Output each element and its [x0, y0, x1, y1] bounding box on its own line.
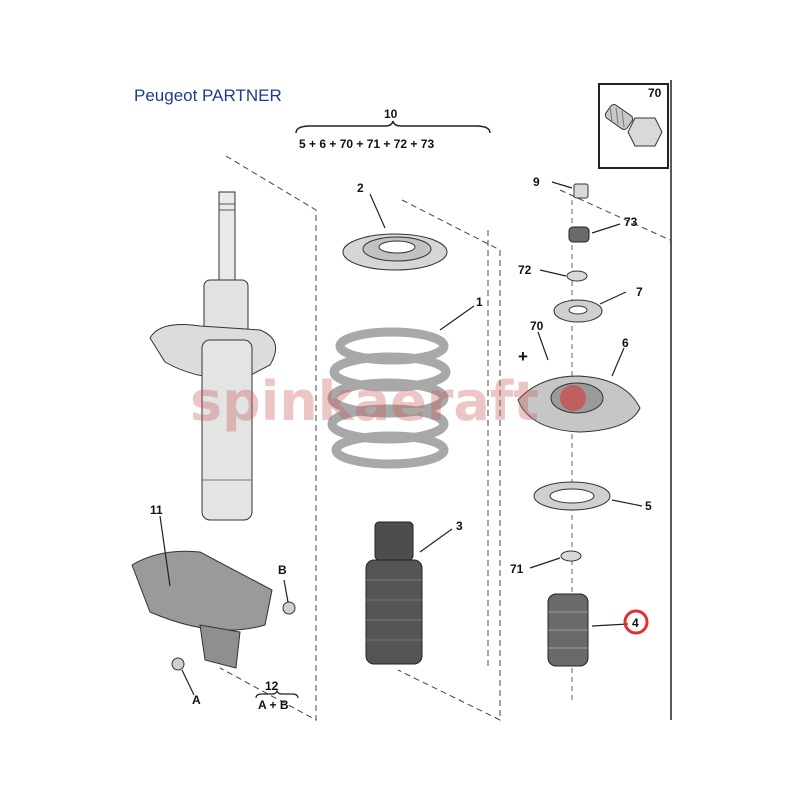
callout-5: 5: [645, 499, 652, 513]
callout-6: 6: [622, 336, 629, 350]
plus-sign: +: [518, 347, 528, 366]
part-4-bump-stop: [547, 593, 589, 667]
part-6-top-mount: [517, 375, 641, 433]
callout-7: 7: [636, 285, 643, 299]
bolt-b: [282, 601, 296, 615]
group-12-number: 12: [265, 679, 279, 693]
part-71-washer: [560, 550, 582, 562]
panel-outlines: [219, 155, 671, 721]
part-7-cup: [553, 299, 603, 323]
callout-4-highlight: 4: [623, 609, 649, 635]
group-12: 12 A + B: [255, 679, 299, 712]
callout-72: 72: [518, 263, 532, 277]
part-73-bush: [568, 226, 590, 243]
part-9-nut: [573, 183, 589, 199]
group-10-brace: 10 5 + 6 + 70 + 71 + 72 + 73: [295, 107, 491, 151]
group-10-number: 10: [384, 107, 398, 121]
watermark: spinkaeraft: [190, 370, 539, 433]
callout-3: 3: [456, 519, 463, 533]
part-72-washer: [566, 270, 588, 282]
inset-label: 70: [648, 86, 662, 100]
callout-a: A: [192, 693, 201, 707]
group-12-formula: A + B: [258, 698, 289, 712]
inset-box-70: 70: [598, 83, 669, 169]
part-3-boot: [365, 521, 423, 665]
highlight-marker: [560, 385, 586, 411]
callout-70: 70: [530, 319, 544, 333]
callout-1: 1: [476, 295, 483, 309]
part-2-spring-seat: [342, 233, 448, 271]
bolt-icon: [604, 104, 663, 147]
callout-73: 73: [624, 215, 638, 229]
bolt-a: [171, 657, 185, 671]
group-10-formula: 5 + 6 + 70 + 71 + 72 + 73: [299, 137, 434, 151]
callout-2: 2: [357, 181, 364, 195]
diagram-title: Peugeot PARTNER: [134, 86, 282, 105]
leader-lines: [159, 181, 643, 696]
callout-11: 11: [150, 503, 163, 517]
part-1-coil-spring: [327, 327, 451, 469]
callout-9: 9: [533, 175, 540, 189]
callout-b: B: [278, 563, 287, 577]
callout-71: 71: [510, 562, 524, 576]
part-5-bearing: [533, 481, 611, 511]
strut-assembly: [131, 191, 296, 671]
callout-4: 4: [632, 616, 639, 630]
